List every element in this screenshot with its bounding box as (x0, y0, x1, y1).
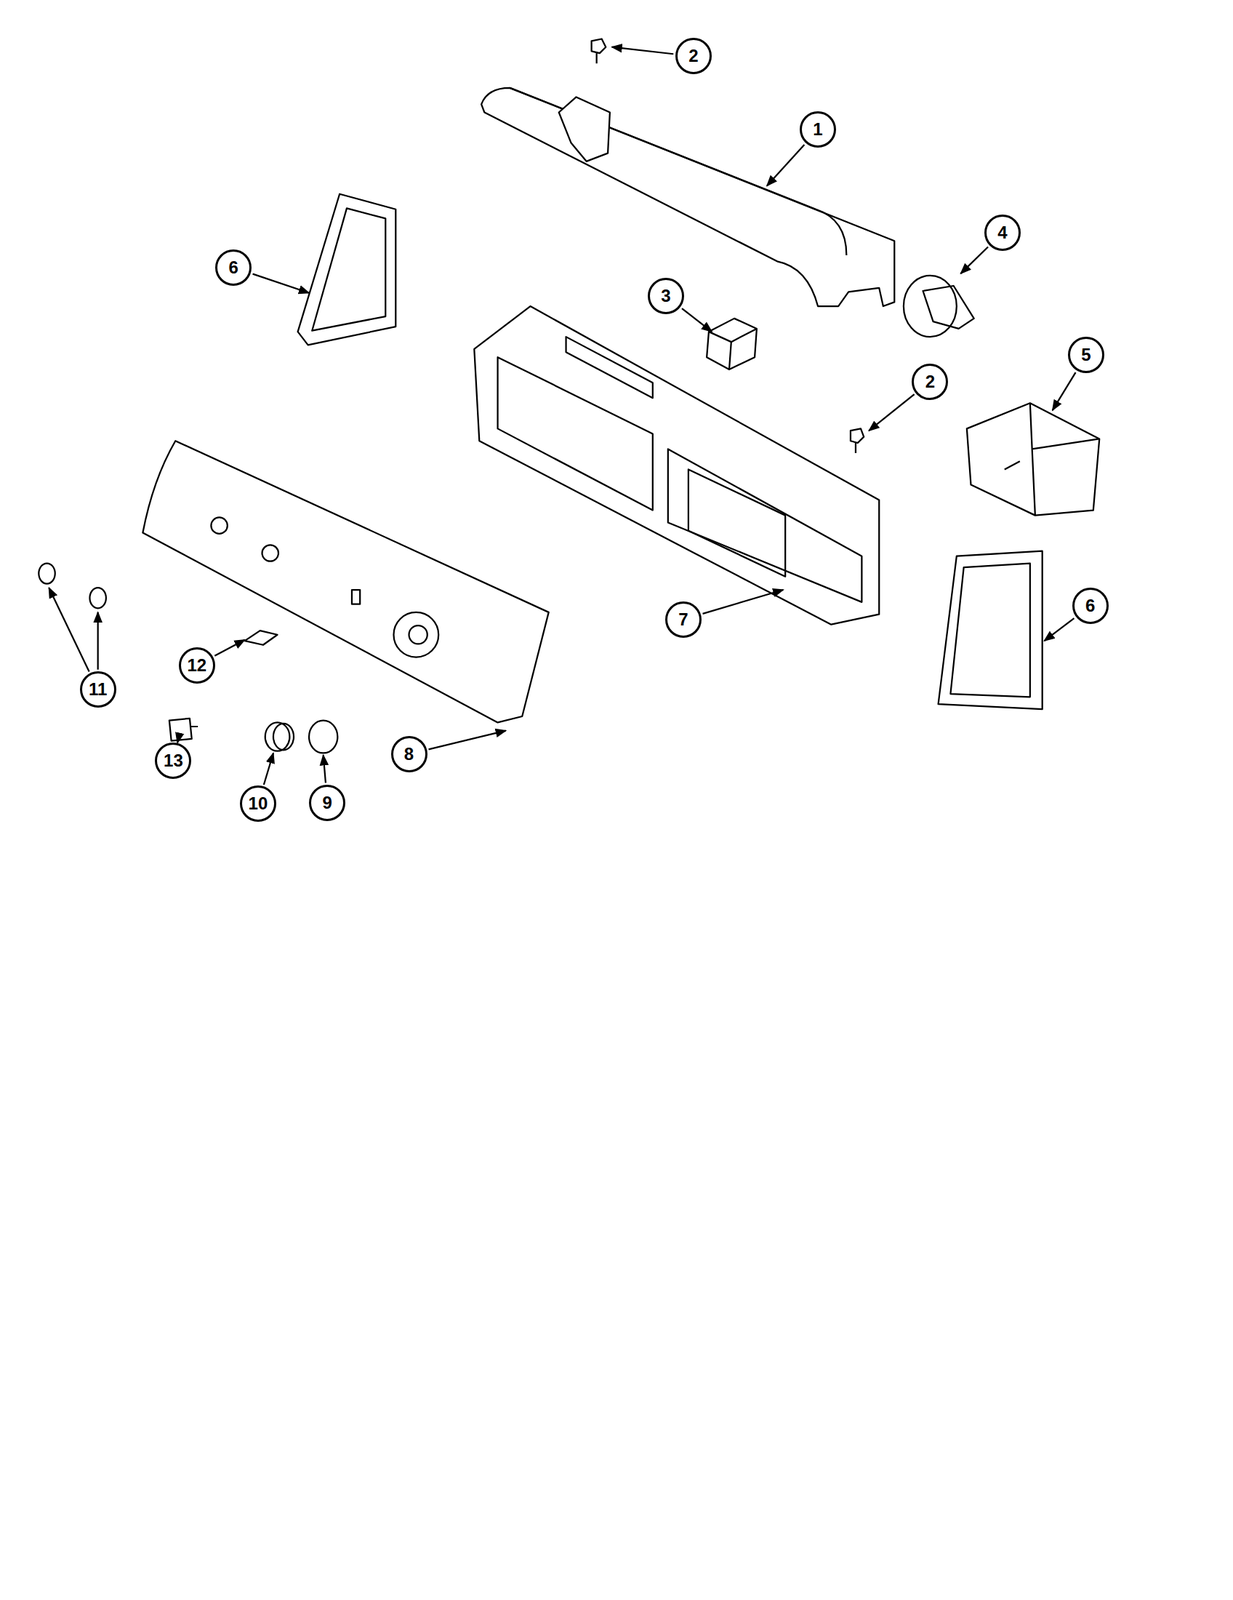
callout-text: 1 (812, 120, 823, 139)
leader-line (681, 308, 712, 332)
leader-line (263, 752, 274, 785)
callout-number: 6 (215, 249, 252, 286)
callout-number: 7 (665, 601, 702, 638)
callout-number: 8 (391, 735, 428, 773)
callout-number: 10 (239, 785, 277, 822)
callout-number: 2 (911, 363, 949, 400)
callout-number: 3 (647, 277, 685, 315)
leader-line (48, 587, 89, 672)
callout-number: 5 (1067, 336, 1105, 373)
leader-line (612, 47, 674, 55)
callout-text: 13 (163, 751, 184, 770)
leader-line (1043, 617, 1074, 641)
callout-text: 9 (322, 793, 333, 812)
leader-line (766, 144, 805, 187)
leader-line (1052, 372, 1076, 411)
leader-line (868, 394, 914, 431)
callout-text: 8 (404, 745, 414, 763)
callout-text: 5 (1081, 346, 1091, 364)
leader-line (323, 754, 326, 783)
callout-text: 2 (688, 47, 698, 65)
callout-text: 6 (229, 258, 239, 277)
callout-number: 13 (154, 742, 192, 779)
callout-text: 10 (248, 794, 269, 813)
leader-line (428, 730, 506, 750)
callout-text: 2 (925, 372, 935, 391)
callout-number: 6 (1072, 587, 1109, 624)
callout-number: 12 (178, 647, 216, 684)
callout-text: 7 (678, 610, 688, 629)
callout-text: 11 (88, 680, 107, 698)
callout-number: 9 (308, 784, 346, 821)
callout-text: 6 (1085, 596, 1095, 615)
callout-number: 11 (79, 671, 117, 708)
callout-text: 3 (660, 287, 671, 305)
leader-line (960, 246, 988, 274)
callout-number: 4 (984, 214, 1021, 251)
leader-line (214, 639, 245, 656)
callout-text: 4 (997, 223, 1007, 242)
callout-text: 12 (186, 656, 207, 674)
leader-line (97, 612, 99, 670)
callout-number: 2 (675, 37, 712, 75)
leader-line (703, 589, 784, 614)
callout-number: 1 (799, 111, 837, 148)
leader-line (252, 274, 309, 293)
